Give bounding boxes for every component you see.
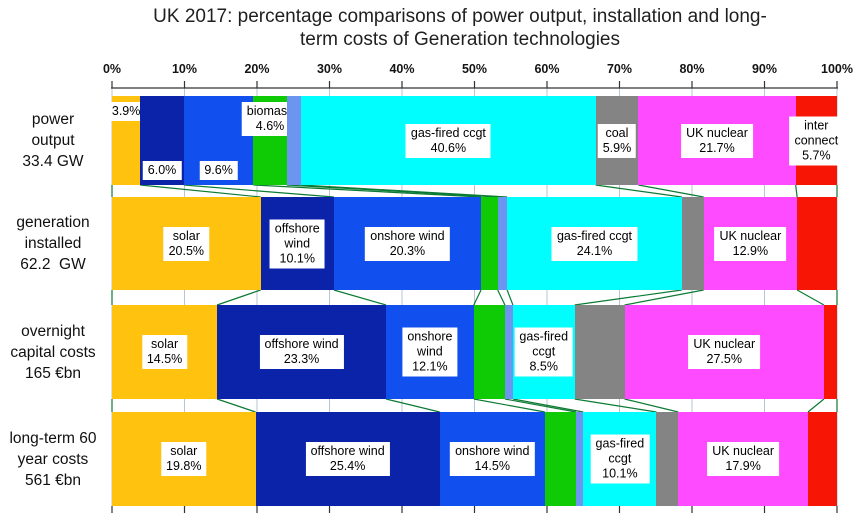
segment-label-solar: solar 20.5% xyxy=(163,226,210,261)
connector-line xyxy=(506,289,514,306)
row-label-2: generation installed 62.2 GW xyxy=(16,214,90,273)
bar-row-4: solar 19.8% offshore wind 25.4% onshore wi… xyxy=(112,412,837,506)
axis-tick-label: 60% xyxy=(534,62,560,76)
connector-line xyxy=(253,184,482,198)
segment-biomass xyxy=(544,412,576,506)
bar-row-3: solar 14.5% offshore wind 23.3% onshore wi… xyxy=(112,305,837,399)
segment-label-solar: 3.9% xyxy=(106,102,146,121)
connector-line xyxy=(473,289,482,306)
segment-label-uk_nuclear: UK nuclear 17.9% xyxy=(707,442,780,476)
segment-label-onshore_wind: onshore wind 12.1% xyxy=(402,327,458,377)
chart-title: UK 2017: percentage comparisons of power… xyxy=(153,6,767,50)
segment-label-gas_ccgt: gas-fired ccgt 10.1% xyxy=(590,434,650,484)
segment-other xyxy=(286,96,302,185)
segment-label-onshore_wind: onshore wind 14.5% xyxy=(450,442,535,476)
segment-other xyxy=(576,412,584,506)
connector-line xyxy=(504,398,577,413)
axis-tick-label: 70% xyxy=(606,62,633,76)
connector-line xyxy=(473,398,545,413)
segment-label-gas_ccgt: gas-fired ccgt 40.6% xyxy=(405,123,491,158)
segment-interconnect xyxy=(823,305,837,399)
connector-line xyxy=(140,184,261,198)
bar-row-2: solar 20.5% offshore wind 10.1% onshore wi… xyxy=(112,197,837,290)
segment-other xyxy=(504,305,513,399)
connector-line xyxy=(512,398,584,413)
axis-tick-label: 0% xyxy=(102,62,122,76)
segment-label-solar: solar 14.5% xyxy=(141,335,188,369)
segment-label-onshore_wind: onshore wind 20.3% xyxy=(365,226,450,261)
connector-line xyxy=(301,184,508,198)
connector-line xyxy=(183,184,334,198)
axis-tick-label: 90% xyxy=(751,62,778,76)
row-label-1: power output 33.4 GW xyxy=(22,111,84,170)
segment-biomass xyxy=(473,305,505,399)
segment-label-offshore_wind: offshore wind 10.1% xyxy=(269,219,325,268)
axis-tick-label: 30% xyxy=(316,62,343,76)
axis-tick-label: 100% xyxy=(821,62,853,76)
segment-label-offshore_wind: 6.0% xyxy=(142,161,182,180)
connector-line xyxy=(385,398,440,413)
segment-label-offshore_wind: offshore wind 25.4% xyxy=(305,442,390,476)
connector-line xyxy=(795,184,798,198)
row-label-3: overnight capital costs 165 €bn xyxy=(10,322,96,382)
connector-line xyxy=(624,398,679,413)
connector-line xyxy=(624,289,704,306)
segment-label-interconnect: inter connect 5.7% xyxy=(789,116,844,165)
segment-label-onshore_wind: 9.6% xyxy=(199,161,238,180)
segment-label-uk_nuclear: UK nuclear 12.9% xyxy=(714,226,787,261)
connector-line xyxy=(216,289,261,306)
connector-line xyxy=(638,184,704,198)
segment-coal xyxy=(574,305,625,399)
segment-label-uk_nuclear: UK nuclear 27.5% xyxy=(688,335,761,369)
segment-label-gas_ccgt: gas-fired ccgt 8.5% xyxy=(514,327,574,377)
connector-line xyxy=(807,398,825,413)
bar-row-1: 3.9%6.0%9.6%biomass 4.6%gas-fired ccgt 4… xyxy=(106,96,844,185)
segment-label-uk_nuclear: UK nuclear 21.7% xyxy=(681,123,753,158)
axis-tick-label: 20% xyxy=(244,62,270,76)
connector-line xyxy=(595,184,682,198)
axis-tick-label: 40% xyxy=(389,62,415,76)
axis-tick-label: 50% xyxy=(461,62,488,76)
segment-interconnect xyxy=(808,412,837,506)
segment-coal xyxy=(656,412,679,506)
segment-label-offshore_wind: offshore wind 23.3% xyxy=(259,335,344,369)
segment-other xyxy=(497,197,508,290)
segment-label-coal: coal 5.9% xyxy=(597,123,637,158)
connector-line xyxy=(574,289,682,306)
segment-coal xyxy=(681,197,704,290)
connector-line xyxy=(333,289,387,306)
axis-tick-label: 80% xyxy=(679,62,705,76)
connector-line xyxy=(574,398,657,413)
connector-line xyxy=(497,289,506,306)
segment-label-solar: solar 19.8% xyxy=(161,442,207,476)
axis-tick-label: 10% xyxy=(171,62,198,76)
segment-interconnect xyxy=(797,197,837,290)
segment-biomass xyxy=(481,197,498,290)
connector-line xyxy=(216,398,256,413)
segment-label-gas_ccgt: gas-fired ccgt 24.1% xyxy=(551,226,637,261)
connector-line xyxy=(796,289,825,306)
row-label-4: long-term 60 year costs 561 €bn xyxy=(9,429,97,489)
